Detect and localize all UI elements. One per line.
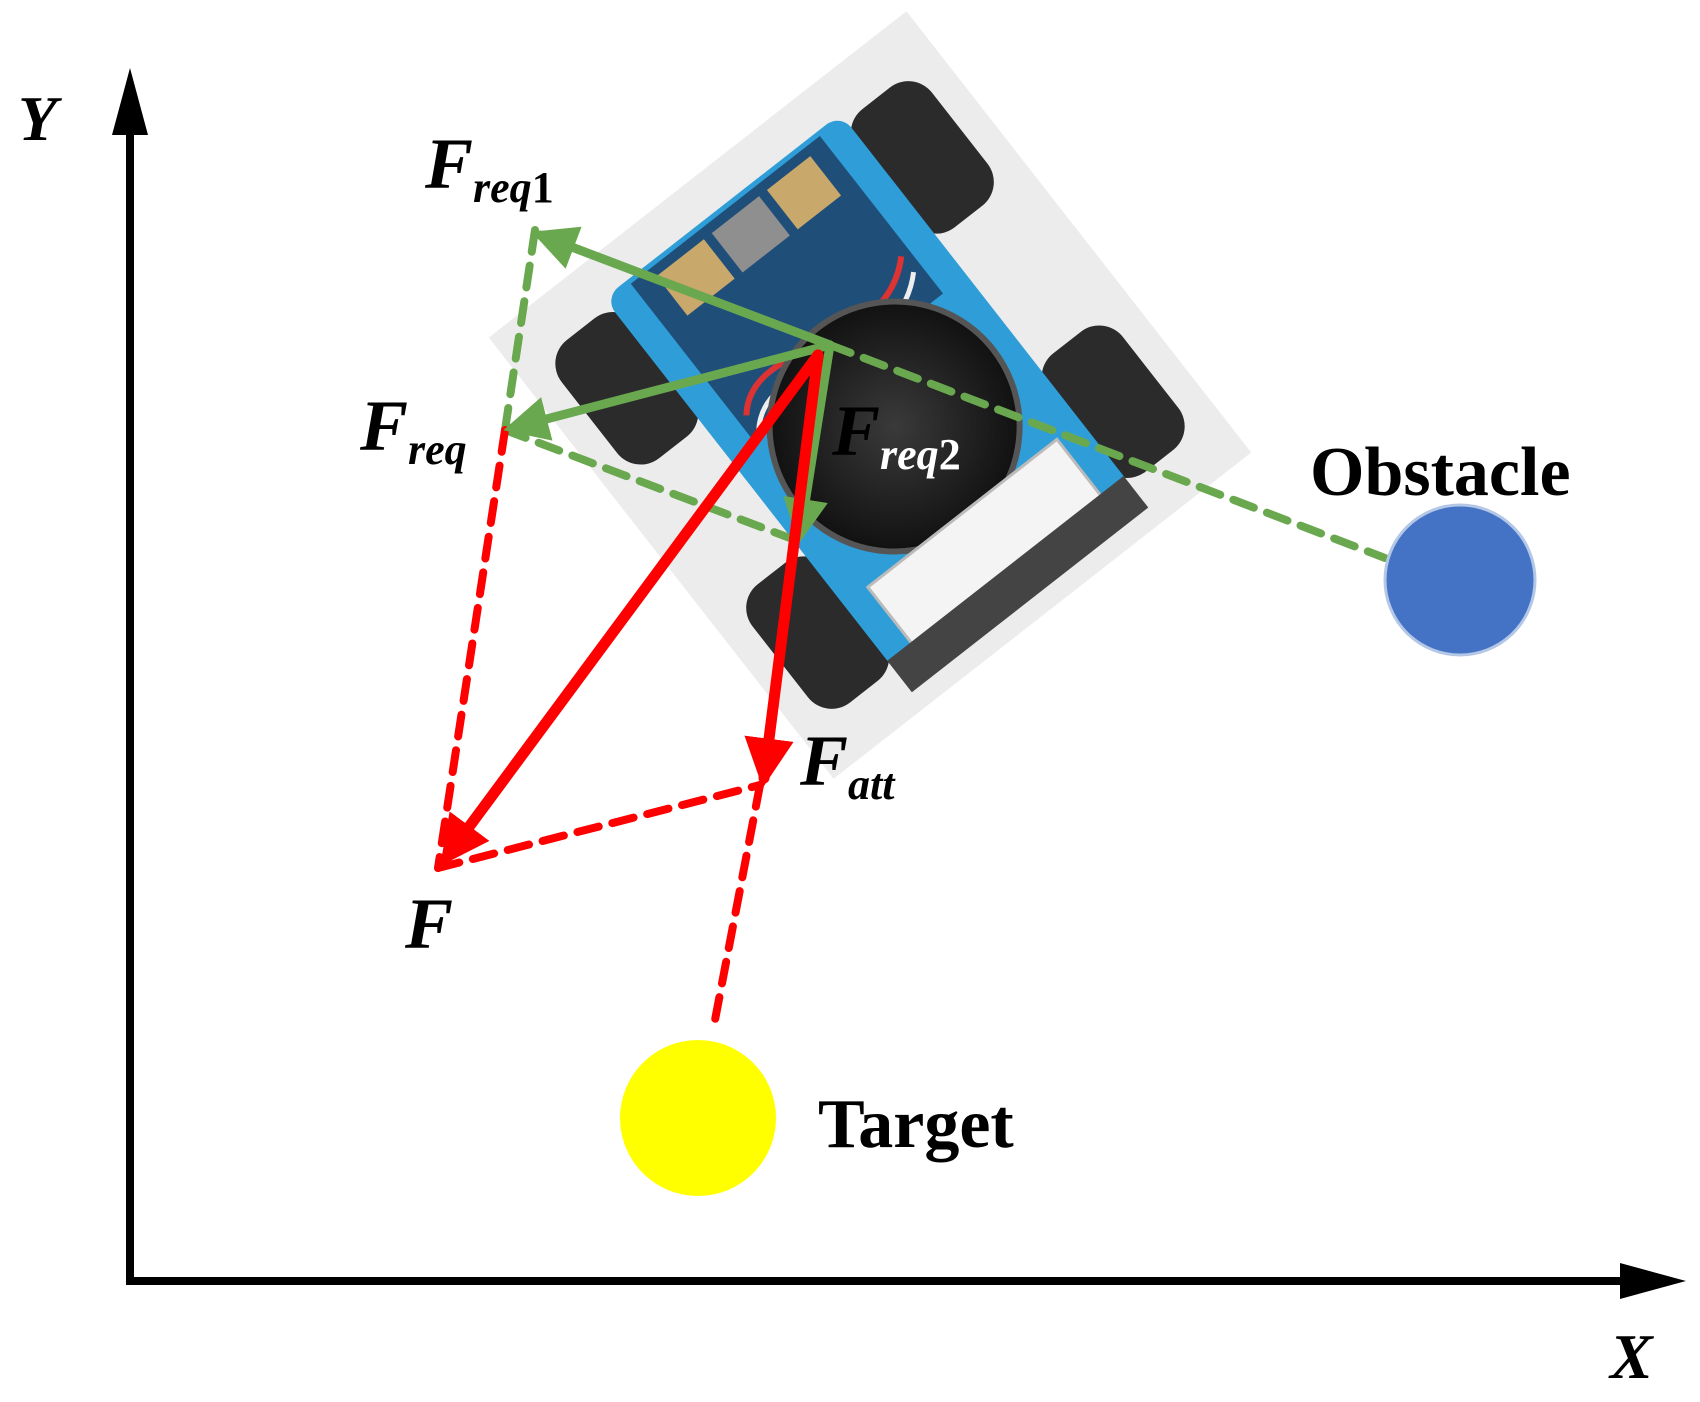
label-target: Target [818, 1086, 1014, 1163]
red-dashed-freq-to-f [434, 426, 509, 872]
label-obstacle: Obstacle [1310, 434, 1571, 511]
green-dashed-freq1-to-freq [501, 226, 539, 434]
construction-lines [434, 226, 1389, 1024]
green-dashed-freq-to-freq2 [501, 426, 799, 544]
label-f-resultant: F [404, 884, 453, 964]
y-axis-label: Y [18, 83, 62, 154]
axes: Y X [18, 68, 1686, 1392]
arrow-freq2 [783, 340, 835, 544]
red-dashed-f-to-fatt [434, 781, 764, 872]
label-freq: Freq [359, 386, 467, 474]
x-axis-label: X [1608, 1321, 1654, 1392]
arrow-freq [503, 340, 835, 441]
force-vectors [440, 226, 835, 866]
arrow-freq1 [531, 226, 835, 350]
obstacle-circle [1383, 503, 1537, 657]
green-dashed-robot-to-obstacle [826, 341, 1389, 562]
y-axis-arrowhead [112, 68, 148, 135]
red-dashed-fatt-to-target [711, 781, 764, 1024]
label-fatt: Fatt [799, 721, 896, 809]
label-freq1: Freq1 [424, 124, 554, 212]
arrow-fatt [744, 349, 824, 788]
x-axis-arrowhead [1620, 1263, 1686, 1299]
label-freq2: Freq2 [831, 391, 961, 479]
target-circle [620, 1040, 776, 1196]
arrow-f-resultant [440, 349, 824, 866]
